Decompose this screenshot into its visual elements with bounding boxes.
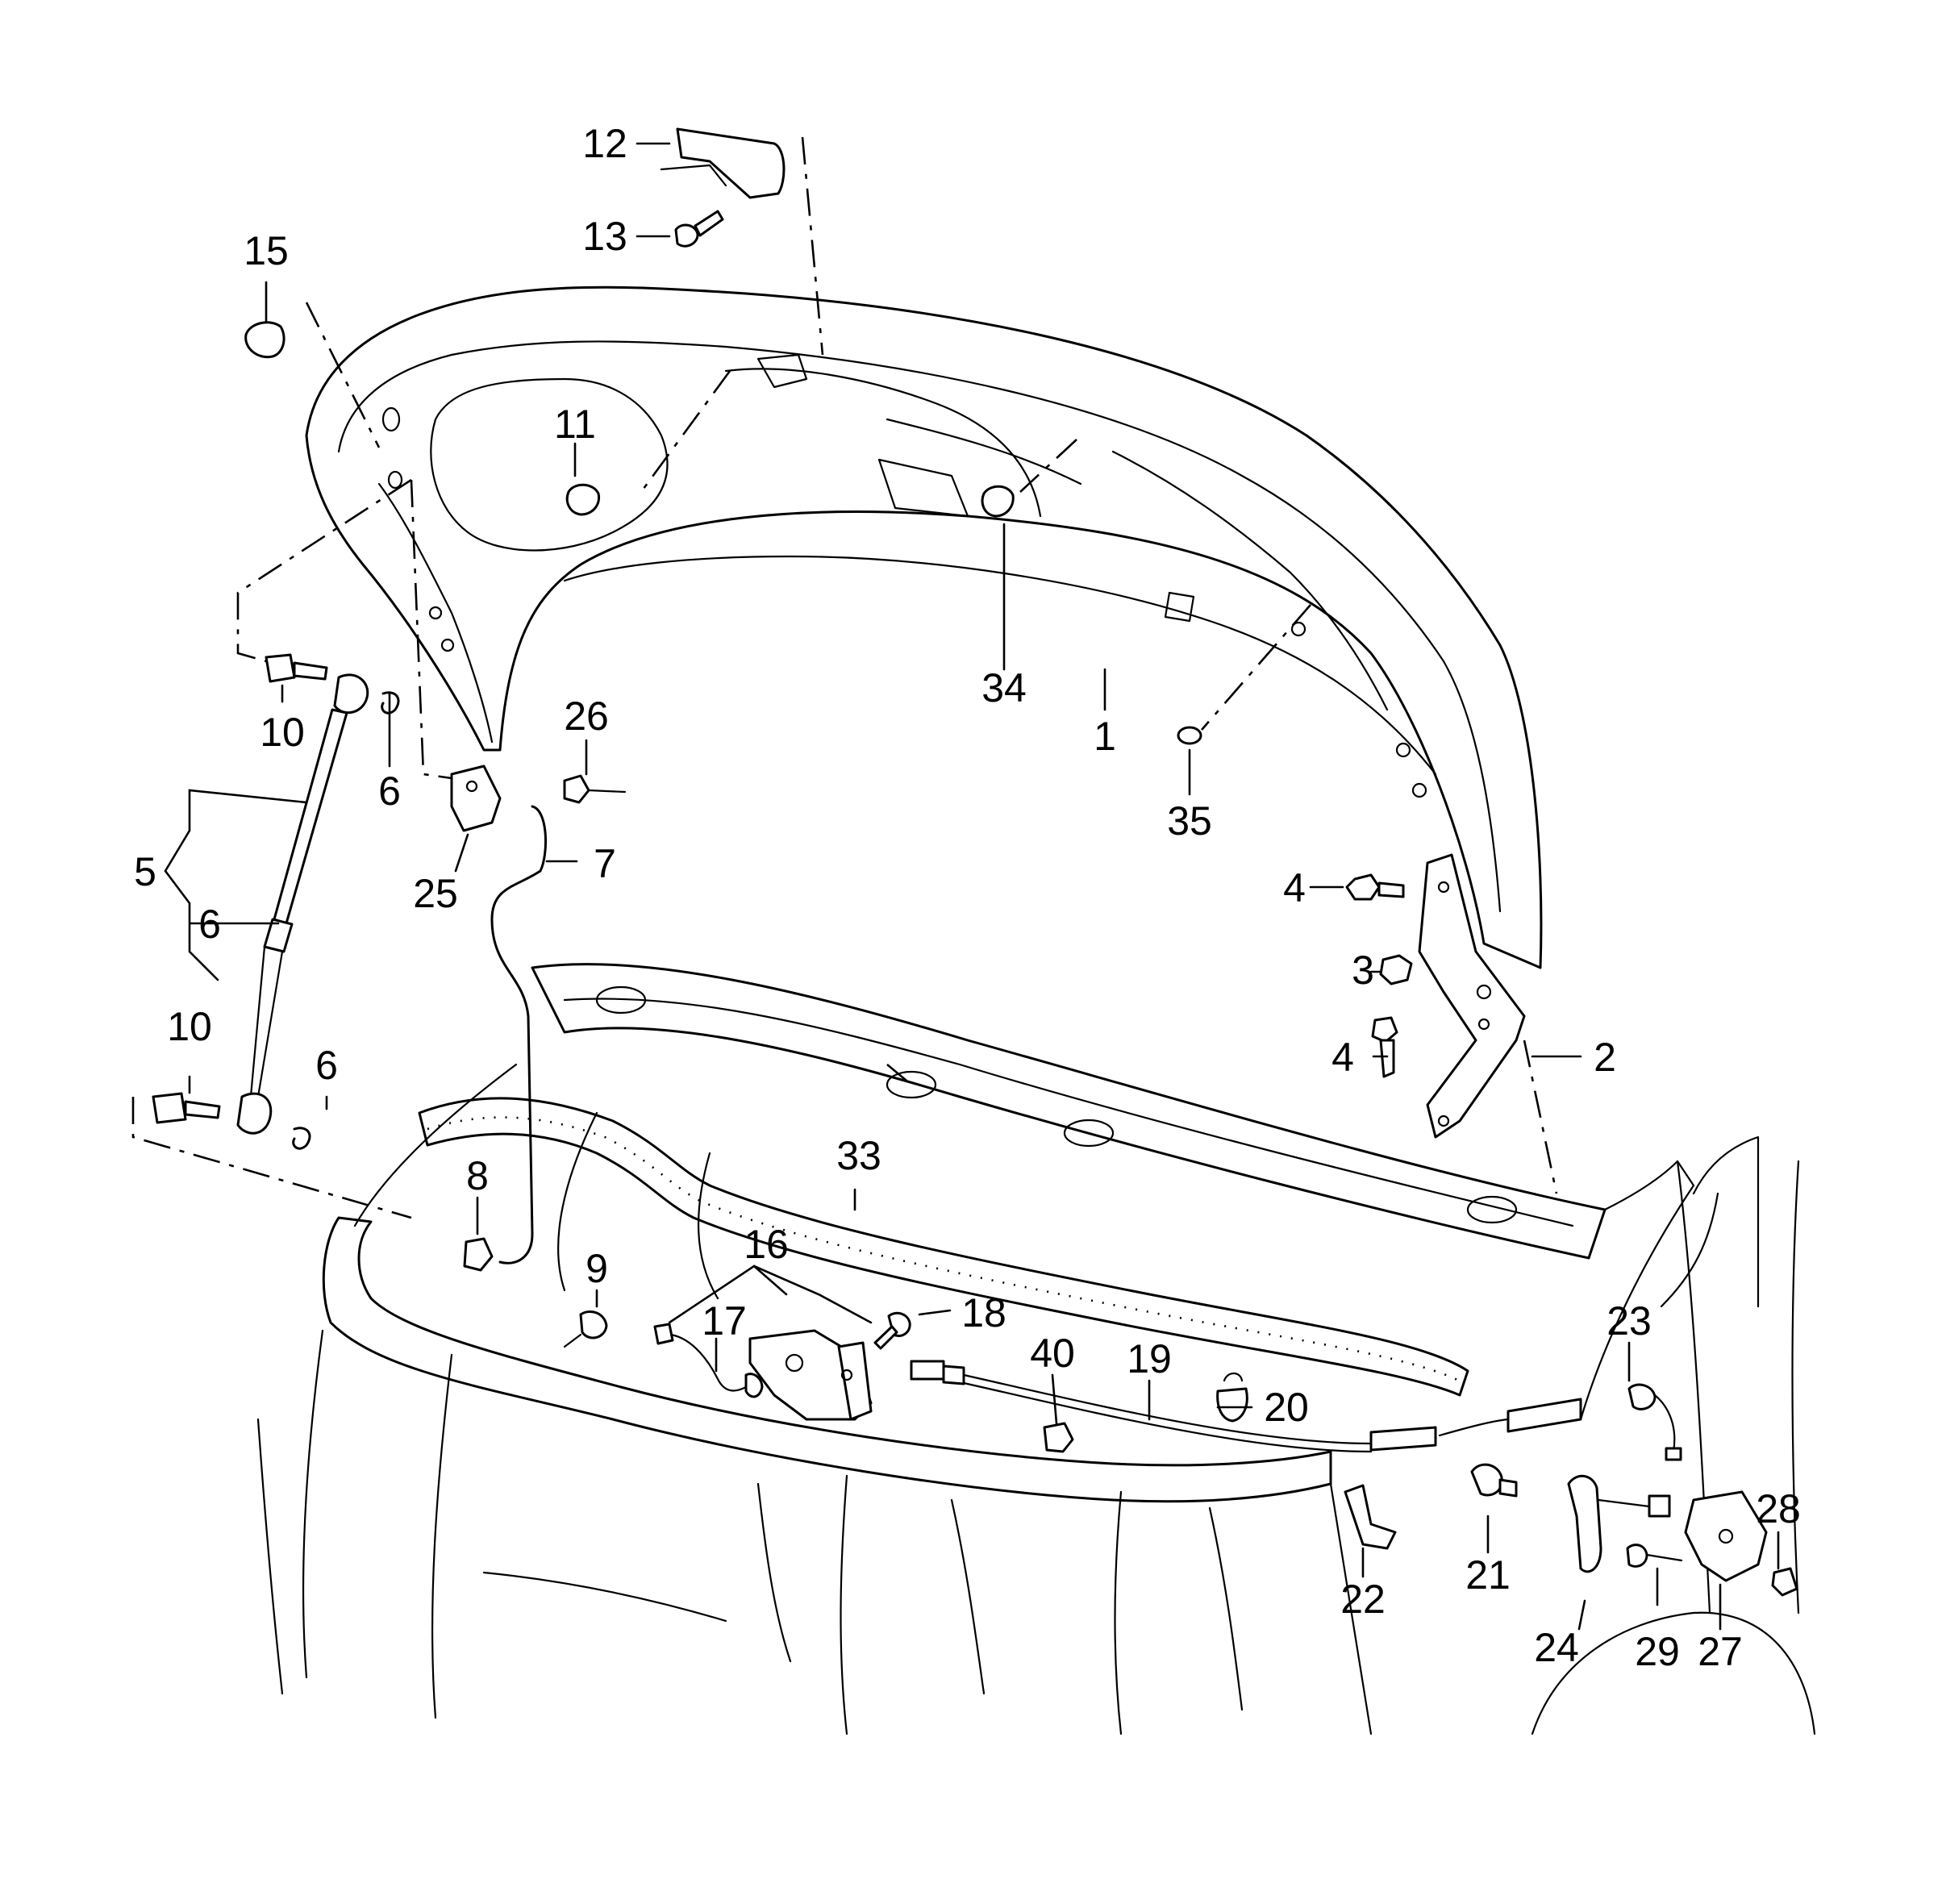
hood-lock: [748, 1329, 873, 1421]
callout-4-lower: 4: [1331, 1035, 1354, 1080]
callout-11: 11: [554, 402, 596, 447]
grommet-35: [1177, 726, 1202, 745]
callout-16: 16: [744, 1222, 789, 1267]
buffer-15: [244, 321, 285, 359]
screw-18: [873, 1311, 911, 1350]
lock-wiring-harness: [653, 1323, 764, 1398]
buffer-11: [565, 483, 601, 516]
ball-stud-lower: [152, 1092, 221, 1124]
hinge-bolt-upper: [1345, 873, 1405, 901]
callout-9: 9: [586, 1246, 608, 1291]
callout-6-upper: 6: [378, 769, 401, 814]
callout-10-upper: 10: [260, 710, 305, 755]
callout-15: 15: [244, 228, 289, 273]
callout-23: 23: [1607, 1298, 1652, 1344]
callout-10-lower: 10: [167, 1004, 212, 1049]
callout-5: 5: [134, 849, 156, 894]
callout-24: 24: [1534, 1625, 1579, 1670]
engine-bay-body: [256, 963, 1816, 1735]
reference-lines: [131, 136, 1558, 1219]
callout-34: 34: [981, 665, 1027, 710]
callout-19: 19: [1127, 1336, 1172, 1381]
callout-6-strut: 6: [198, 902, 221, 947]
callout-28: 28: [1756, 1486, 1801, 1531]
callout-1: 1: [1094, 714, 1116, 759]
callout-33: 33: [836, 1133, 881, 1178]
release-cable: [910, 1360, 1682, 1461]
callout-27: 27: [1698, 1629, 1743, 1674]
rod-holder: [463, 1237, 494, 1272]
rivet-26: [563, 774, 627, 804]
hood-hinge: [1418, 853, 1526, 1139]
hood-stay-rod: [490, 805, 548, 1264]
bracket-27: [1648, 1490, 1768, 1582]
callout-22: 22: [1340, 1577, 1386, 1622]
callout-17: 17: [702, 1298, 747, 1344]
hood-panel: [305, 285, 1543, 969]
callout-25: 25: [413, 871, 458, 916]
callout-labels: 1 2 3 4 4 5 6 6 6 7 8 9 10 10 11 12 13 1…: [134, 121, 1801, 1674]
clip-28: [1771, 1567, 1798, 1597]
callout-18: 18: [961, 1290, 1006, 1335]
callout-35: 35: [1167, 798, 1212, 844]
callout-26: 26: [564, 694, 609, 739]
ball-stud-upper: [265, 653, 328, 683]
callout-6-lower: 6: [315, 1043, 338, 1088]
callout-21: 21: [1465, 1552, 1511, 1598]
callout-7: 7: [594, 841, 616, 886]
clip-21: [1470, 1463, 1518, 1498]
buffer-34: [981, 485, 1015, 518]
gas-strut: [236, 673, 369, 1135]
callout-29: 29: [1635, 1629, 1680, 1674]
callout-3: 3: [1352, 948, 1374, 993]
hinge-bolt-lower: [1371, 1016, 1398, 1078]
callout-40: 40: [1030, 1331, 1075, 1376]
bolt-13: [674, 210, 724, 248]
callout-12: 12: [582, 121, 627, 166]
expanding-rivet-20: [1216, 1372, 1248, 1423]
bracket-12: [660, 127, 786, 199]
screw-29: [1626, 1544, 1683, 1568]
callout-8: 8: [466, 1153, 489, 1198]
retaining-clip-upper: [381, 691, 400, 715]
callout-4-upper: 4: [1283, 865, 1306, 910]
bracket-25: [450, 765, 502, 832]
retaining-clip-lower: [292, 1127, 311, 1150]
cable-guide-22: [1344, 1484, 1397, 1550]
cable-clip-40: [1043, 1422, 1074, 1453]
release-handle-24: [1567, 1475, 1651, 1573]
hood-seal-strip: [418, 1097, 1469, 1397]
leader-lines: [164, 142, 1780, 1631]
callout-13: 13: [582, 214, 627, 259]
callout-2: 2: [1594, 1035, 1616, 1080]
hinge-nut: [1379, 954, 1413, 985]
callout-20: 20: [1264, 1385, 1309, 1430]
holder-9: [563, 1310, 608, 1348]
